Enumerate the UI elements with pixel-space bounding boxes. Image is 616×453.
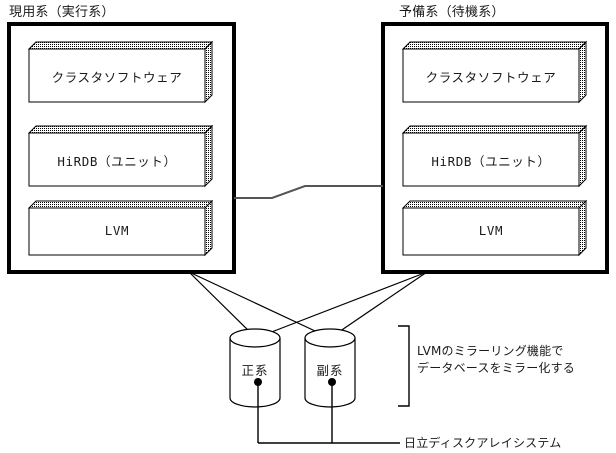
disk-bus-connectors [254, 378, 400, 444]
standby-panel-title: 予備系（待機系） [399, 5, 505, 20]
mirror-note: LVMのミラーリング機能で データベースをミラー化する [417, 343, 575, 377]
standby-layer-box-hirdb [401, 124, 588, 188]
active-layer-label-lvm: LVM [104, 223, 130, 238]
standby-layer-box-lvm [401, 199, 588, 257]
panel-disk-links [188, 271, 428, 339]
active-layer-label-cluster: クラスタソフトウェア [51, 70, 183, 85]
mirror-note-bracket [398, 325, 410, 407]
active-layer-label-hirdb: HiRDB（ユニット） [57, 154, 177, 169]
disk-cylinder-secondary [304, 328, 356, 408]
standby-layer-label-lvm: LVM [478, 223, 504, 238]
array-note: 日立ディスクアレイシステム [404, 436, 562, 450]
standby-layer-box-cluster [401, 40, 588, 104]
mirror-note-line-1: LVMのミラーリング機能で [417, 344, 564, 358]
active-panel-title: 現用系（実行系） [9, 5, 115, 20]
disk-label-primary: 正系 [241, 363, 269, 378]
mirror-note-line-2: データベースをミラー化する [417, 361, 576, 375]
active-layer-box-hirdb [27, 124, 214, 188]
panel-interconnect [234, 185, 383, 199]
standby-layer-label-cluster: クラスタソフトウェア [425, 70, 557, 85]
disk-label-secondary: 副系 [316, 363, 344, 378]
disk-cylinder-primary [229, 328, 281, 408]
active-layer-box-cluster [27, 40, 214, 104]
standby-layer-label-hirdb: HiRDB（ユニット） [431, 154, 551, 169]
active-layer-box-lvm [27, 199, 214, 257]
